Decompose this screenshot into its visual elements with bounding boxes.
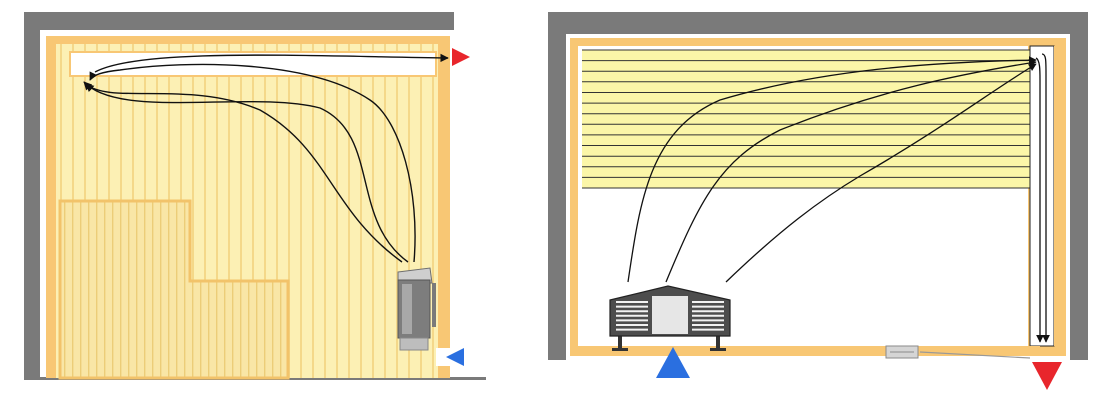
airflow-path-left (627, 56, 1037, 283)
door (885, 345, 1031, 359)
heater-center-panel (652, 296, 688, 334)
airflow-path-top (94, 53, 449, 73)
exhaust-path-down-inner (1035, 57, 1044, 343)
exhaust-channel (1029, 45, 1055, 347)
intake-opening (436, 348, 454, 366)
airflow-path-center (665, 59, 1037, 283)
right-airflow-paths (627, 53, 1050, 343)
left-wall (24, 12, 40, 380)
floor-segment-middle (690, 346, 876, 356)
outer-wall-right (1070, 12, 1088, 360)
heater-foot-right (710, 348, 726, 351)
exhaust-vent-arrow (1032, 362, 1062, 390)
left-panel-side-view (24, 12, 486, 380)
exhaust-duct (69, 51, 437, 77)
bench-slats (582, 49, 1030, 189)
airflow-path-inner (85, 83, 403, 263)
heater-mount (432, 283, 436, 327)
airflow-path-right (725, 63, 1037, 283)
heater-base (399, 337, 429, 351)
sauna-heater (397, 267, 436, 351)
exhaust-path-down-outer (1041, 53, 1050, 343)
exhaust-vent-arrow (452, 48, 470, 66)
airflow-path-middle (83, 81, 409, 263)
outer-wall-top (548, 12, 1088, 34)
intake-vent-arrow (446, 348, 464, 366)
heater-vents (616, 301, 724, 331)
heater-leg-left (618, 334, 622, 350)
exhaust-channel-fill (1054, 46, 1066, 346)
floor-segment-right (1026, 346, 1040, 356)
left-airflow-paths (83, 53, 449, 263)
right-panel-top-view (548, 12, 1088, 390)
heater-stones-top (397, 267, 433, 284)
right-wall-strip (438, 36, 450, 378)
heater-foot-left (612, 348, 628, 351)
heater-leg-right (716, 334, 720, 350)
intake-vent-arrow (656, 347, 690, 378)
sauna-bench (58, 199, 290, 380)
door-swing-line (919, 351, 1031, 359)
outer-wall-left (548, 12, 566, 360)
airflow-path-outer (89, 63, 416, 263)
top-wall (24, 12, 454, 30)
heater-highlight (402, 284, 412, 334)
top-view-heater (609, 285, 731, 351)
bench-surface (582, 50, 1030, 188)
